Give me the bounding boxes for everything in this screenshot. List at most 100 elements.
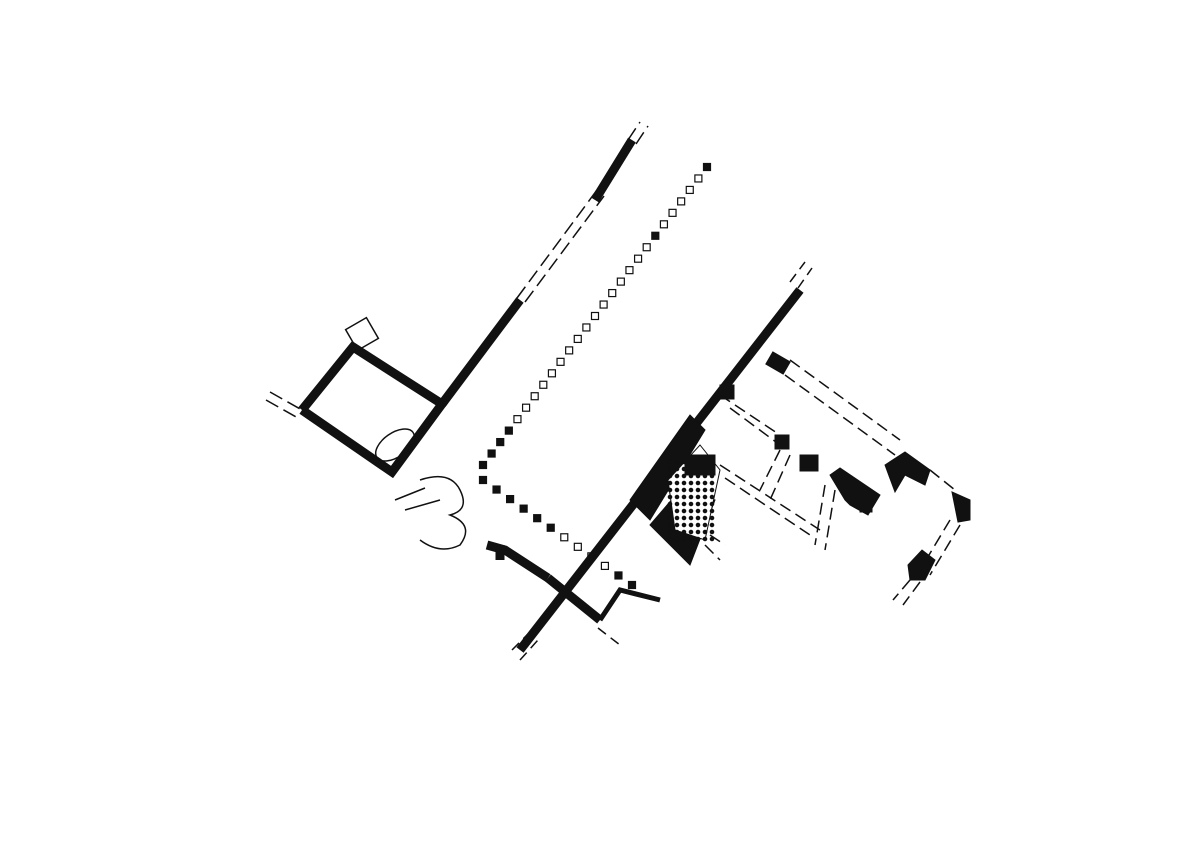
column-base xyxy=(633,254,643,263)
column-base xyxy=(560,533,569,542)
column-base xyxy=(492,485,501,494)
stipple-dot xyxy=(695,522,701,528)
column-base xyxy=(582,323,591,332)
column-base xyxy=(600,561,610,571)
stipple-dot xyxy=(688,480,694,486)
colonnade xyxy=(478,162,712,590)
long-wall-dashed xyxy=(265,121,649,419)
column-base xyxy=(608,288,617,298)
column-base xyxy=(533,514,542,523)
column-base xyxy=(521,403,531,412)
stipple-dot xyxy=(688,508,694,514)
column-base xyxy=(505,494,515,504)
column-base xyxy=(547,369,557,378)
stipple-dot xyxy=(702,508,708,514)
column-base xyxy=(668,208,677,217)
stipple-dot xyxy=(674,529,680,535)
column-base xyxy=(539,380,548,389)
stipple-dot xyxy=(667,480,673,486)
stipple-dot xyxy=(695,494,701,500)
stipple-dot xyxy=(702,494,708,500)
stipple-dot xyxy=(674,515,680,521)
stipple-dot xyxy=(667,494,673,500)
column-base xyxy=(546,523,555,532)
column-base xyxy=(478,460,488,470)
stipple-dot xyxy=(674,501,680,507)
stipple-dot xyxy=(681,515,687,521)
column-base xyxy=(496,437,505,447)
stipple-dot xyxy=(667,536,673,542)
stipple-dot xyxy=(688,515,694,521)
stipple-dot xyxy=(695,508,701,514)
column-base xyxy=(659,220,669,229)
stipple-dot xyxy=(688,536,694,542)
left-room xyxy=(298,137,636,479)
stipple-dot xyxy=(702,515,708,521)
column-base xyxy=(642,243,651,252)
stipple-dot xyxy=(702,501,708,507)
stipple-dot xyxy=(688,501,694,507)
stipple-dot xyxy=(667,529,673,535)
column-base xyxy=(478,475,488,485)
lower-dashed xyxy=(511,261,813,661)
stipple-dot xyxy=(702,522,708,528)
column-base xyxy=(590,311,600,321)
stipple-dot xyxy=(674,466,680,472)
column-base xyxy=(651,231,660,240)
column-base xyxy=(504,426,513,435)
stipple-dot xyxy=(674,459,680,465)
stipple-dot xyxy=(674,536,680,542)
stipple-dot xyxy=(674,473,680,479)
column-base xyxy=(556,357,565,366)
stipple-dot xyxy=(709,480,715,486)
stipple-dot xyxy=(681,529,687,535)
column-base xyxy=(627,580,637,590)
stipple-dot xyxy=(709,501,715,507)
long-wall-lower xyxy=(438,297,524,407)
stipple-dot xyxy=(681,487,687,493)
stipple-dot xyxy=(695,515,701,521)
column-base xyxy=(513,415,522,424)
stipple-dot xyxy=(702,480,708,486)
stipple-dot xyxy=(709,508,715,514)
stipple-dot xyxy=(688,529,694,535)
stipple-dot xyxy=(667,473,673,479)
stipple-dot xyxy=(702,536,708,542)
column-base xyxy=(694,174,703,183)
stipple-dot xyxy=(709,515,715,521)
stipple-dot xyxy=(702,529,708,535)
stipple-dot xyxy=(688,522,694,528)
stipple-dot xyxy=(667,487,673,493)
stipple-dot xyxy=(681,508,687,514)
column-base xyxy=(573,334,582,344)
stipple-dot xyxy=(688,494,694,500)
column-base xyxy=(625,266,634,275)
column-base xyxy=(565,346,574,355)
column-base xyxy=(614,571,623,580)
long-wall-upper xyxy=(591,137,636,203)
thick-pier xyxy=(629,414,706,521)
stipple-dot xyxy=(695,529,701,535)
stipple-dot xyxy=(695,480,701,486)
stipple-dot xyxy=(695,501,701,507)
stipple-dot xyxy=(695,536,701,542)
stipple-dot xyxy=(681,522,687,528)
stipple-dot xyxy=(667,522,673,528)
stipple-dot xyxy=(674,487,680,493)
column-base xyxy=(573,542,582,551)
stipple-dot xyxy=(674,522,680,528)
stipple-dot xyxy=(681,494,687,500)
stipple-dot xyxy=(681,480,687,486)
stipple-dot xyxy=(667,508,673,514)
stipple-dot xyxy=(681,501,687,507)
right-dashed-walls xyxy=(704,359,961,606)
rubble-masonry xyxy=(344,316,467,550)
stipple-dot xyxy=(709,529,715,535)
stipple-dot xyxy=(667,501,673,507)
stipple-dot xyxy=(674,494,680,500)
stipple-dot xyxy=(709,494,715,500)
stipple-dot xyxy=(674,480,680,486)
stipple-dot xyxy=(674,508,680,514)
